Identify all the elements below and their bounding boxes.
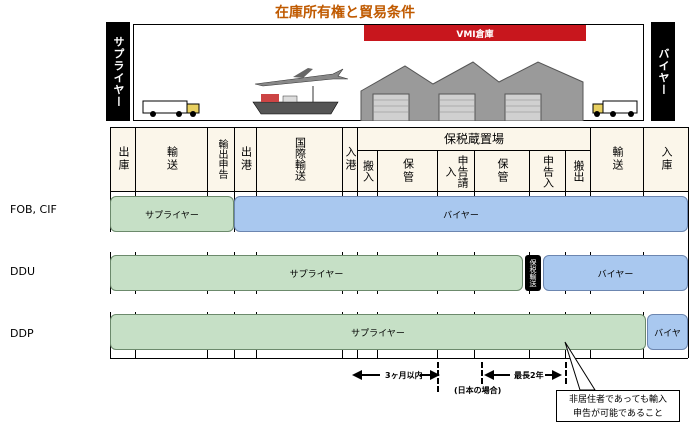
supplier-bar: サプライヤー xyxy=(110,314,646,350)
page-title: 在庫所有権と貿易条件 xyxy=(275,5,415,21)
callout-line: 申告が可能であること xyxy=(573,409,663,419)
col-header: 輸出申告 xyxy=(216,139,227,179)
logistics-illustration xyxy=(142,61,638,121)
period-marker xyxy=(481,362,483,384)
row-gap xyxy=(110,294,688,312)
truck-icon xyxy=(142,100,200,117)
buyer-banner: バイヤー xyxy=(651,22,675,121)
bonded-transport-marker: 保税輸送 xyxy=(525,255,541,291)
row-label-ddp: DDP xyxy=(10,327,34,340)
period-marker xyxy=(437,362,439,392)
buyer-bar: バイヤ xyxy=(647,314,688,350)
period-label: 3ヶ月以内 xyxy=(385,371,423,380)
col-header: 申告請入 xyxy=(444,154,469,188)
period-arrows xyxy=(352,370,562,380)
grid-line xyxy=(110,358,688,359)
bonded-warehouse-header: 保税蔵置場 xyxy=(443,132,504,146)
col-header: 入庫 xyxy=(660,146,673,172)
col-header: 出港 xyxy=(239,146,253,172)
period-marker xyxy=(565,362,567,384)
buyer-bar: バイヤー xyxy=(543,255,688,291)
grid-line xyxy=(377,150,378,358)
col-header: 国際輸送 xyxy=(293,137,307,181)
row-gap xyxy=(110,232,688,252)
supplier-bar: サプライヤー xyxy=(110,255,523,291)
buyer-bar: バイヤー xyxy=(234,196,688,232)
grid-line xyxy=(110,191,688,192)
header-grid xyxy=(110,127,688,191)
col-header: 搬出 xyxy=(572,160,585,182)
warehouse-icon xyxy=(360,61,584,121)
col-header: 輸送 xyxy=(611,146,624,172)
grid-line xyxy=(688,127,689,358)
callout-note: 非居住者であっても輸入 申告が可能であること xyxy=(556,390,680,422)
col-header: 申告入 xyxy=(541,154,555,188)
vmi-warehouse-label: VMI倉庫 xyxy=(364,25,586,41)
col-header: 保管 xyxy=(496,158,509,184)
grid-line xyxy=(565,150,566,358)
grid-line xyxy=(110,127,688,128)
airplane-icon xyxy=(254,68,349,87)
row-label-fob-cif: FOB, CIF xyxy=(10,203,57,216)
period-sub-label: (日本の場合) xyxy=(454,386,502,395)
grid-line xyxy=(529,150,530,358)
grid-line xyxy=(357,150,590,151)
truck-icon xyxy=(592,100,638,117)
row-label-ddu: DDU xyxy=(10,265,35,278)
callout-line: 非居住者であっても輸入 xyxy=(568,395,667,405)
col-header: 出庫 xyxy=(117,146,130,172)
col-header: 保管 xyxy=(401,158,415,184)
callout-pointer xyxy=(564,341,596,391)
col-header: 輸送 xyxy=(165,146,179,172)
grid-line xyxy=(437,150,438,358)
period-label: 最長2年 xyxy=(514,371,544,380)
supplier-banner: サプライヤー xyxy=(106,22,130,121)
col-header: 搬入 xyxy=(361,160,375,182)
ship-icon xyxy=(252,86,339,115)
supplier-bar: サプライヤー xyxy=(110,196,234,232)
col-header: 入港 xyxy=(344,146,357,172)
grid-line xyxy=(474,150,475,358)
